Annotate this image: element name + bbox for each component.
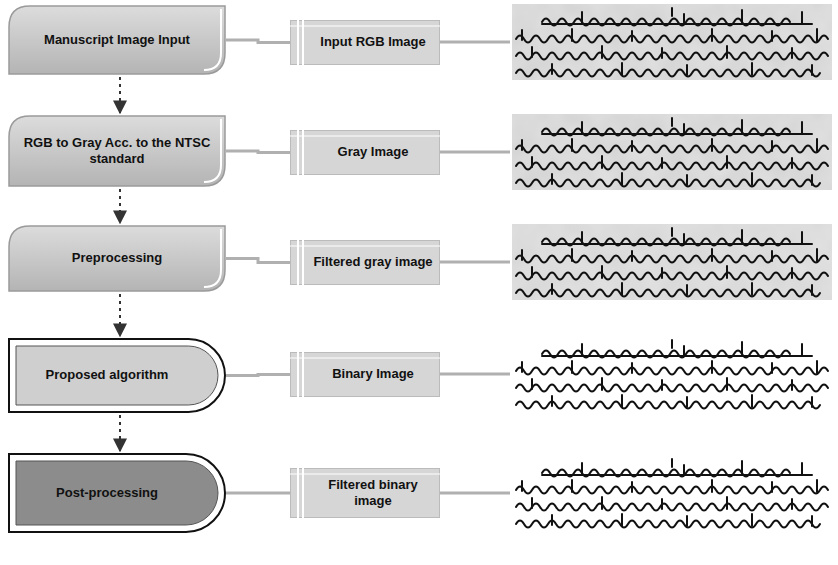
label-box-rule: [290, 358, 440, 359]
label-box-bar: [302, 20, 304, 65]
step-label: RGB to Gray Acc. to the NTSC standard: [22, 135, 212, 168]
output-label-box: Gray Image: [290, 130, 440, 175]
label-box-fill: [291, 353, 440, 397]
label-box-fill: [291, 241, 440, 285]
manuscript-image: [512, 455, 832, 531]
leader-lines: [440, 42, 510, 493]
manuscript-image: [512, 224, 832, 300]
label-box-bar: [297, 468, 299, 518]
connector-line: [226, 40, 290, 43]
manuscript-image: [512, 4, 832, 80]
label-box-bar: [297, 20, 299, 65]
label-box-fill: [291, 131, 440, 175]
label-box-bar: [297, 352, 299, 397]
label-box-bar: [302, 130, 304, 175]
label-box-bar: [302, 468, 304, 518]
connector-line: [226, 375, 290, 376]
process-box: Proposed algorithm: [8, 338, 226, 413]
bullet-fill: [16, 346, 218, 405]
label-box-bar: [302, 352, 304, 397]
leader-line: [440, 261, 510, 264]
step-label: Manuscript Image Input: [44, 32, 190, 48]
bullet-fill: [16, 461, 218, 525]
output-label: Input RGB Image: [320, 34, 425, 50]
flow-arrow: [119, 415, 121, 451]
flow-arrow: [119, 77, 121, 113]
leader-line: [440, 41, 510, 44]
step-label: Proposed algorithm: [46, 367, 169, 383]
leader-line: [440, 151, 510, 154]
label-box-rule: [290, 474, 440, 475]
connector-line: [226, 259, 290, 263]
process-box: RGB to Gray Acc. to the NTSC standard: [8, 115, 226, 187]
tab-highlight: [204, 9, 221, 70]
output-label-box: Filtered gray image: [290, 240, 440, 285]
label-box-fill: [291, 469, 440, 518]
label-box-rule: [290, 246, 440, 247]
output-label-box: Filtered binary image: [290, 468, 440, 518]
process-box: Preprocessing: [8, 225, 226, 292]
label-box-rule: [290, 26, 440, 27]
output-label: Gray Image: [338, 144, 409, 160]
bullet-outline: [9, 339, 225, 412]
tab-shape: [9, 6, 225, 74]
output-label-box: Input RGB Image: [290, 20, 440, 65]
tab-shape: [9, 226, 225, 291]
connector-line: [226, 151, 290, 153]
label-box-fill: [291, 21, 440, 65]
tab-highlight: [204, 229, 221, 287]
tab-shape: [9, 116, 225, 186]
step-label: Post-processing: [56, 485, 158, 501]
output-label-box: Binary Image: [290, 352, 440, 397]
flow-arrow: [119, 294, 121, 336]
flow-arrow: [119, 189, 121, 223]
step-label: Preprocessing: [72, 250, 162, 266]
bullet-outline: [9, 454, 225, 532]
process-box: Post-processing: [8, 453, 226, 533]
manuscript-image: [512, 336, 832, 412]
label-box-bar: [297, 240, 299, 285]
leader-line: [440, 373, 510, 376]
label-box-bar: [297, 130, 299, 175]
process-box: Manuscript Image Input: [8, 5, 226, 75]
output-label: Binary Image: [332, 366, 414, 382]
label-box-bar: [302, 240, 304, 285]
connector-line: [226, 492, 290, 495]
label-box-rule: [290, 136, 440, 137]
manuscript-image: [512, 114, 832, 190]
tab-highlight: [204, 119, 221, 182]
output-label: Filtered binary image: [312, 477, 434, 510]
leader-line: [440, 492, 510, 495]
output-label: Filtered gray image: [313, 254, 432, 270]
